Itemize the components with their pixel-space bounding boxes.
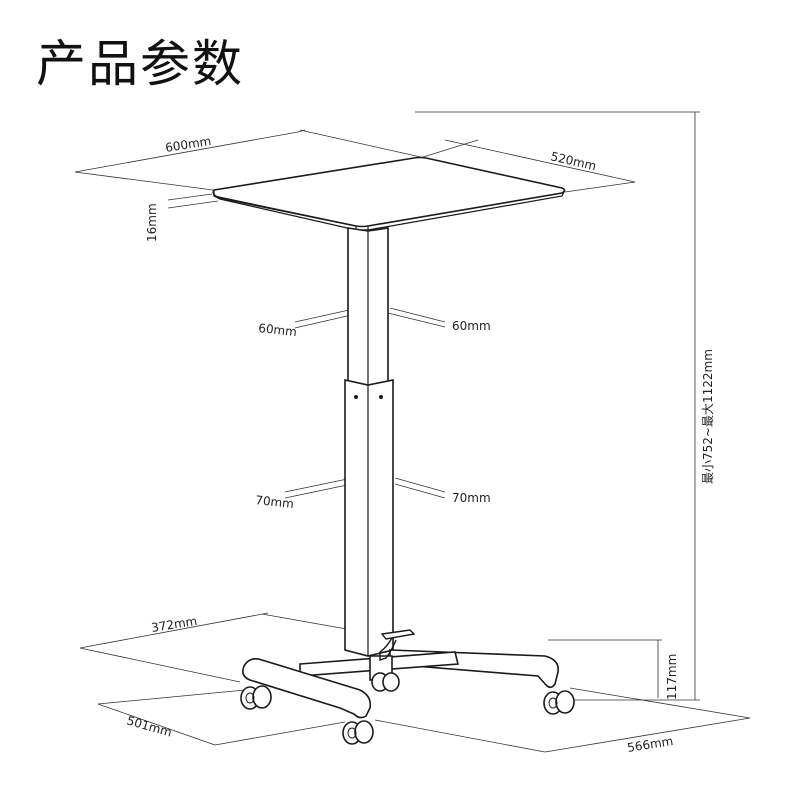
dimension-lower-column: 70mm 70mm bbox=[255, 477, 491, 511]
height-lever bbox=[379, 629, 416, 661]
top-depth-label: 520mm bbox=[549, 149, 597, 173]
base-height-label: 117mm bbox=[665, 654, 679, 700]
table-top bbox=[212, 156, 566, 231]
lower-column-left-label: 70mm bbox=[255, 493, 295, 511]
column-screw-left bbox=[354, 395, 358, 399]
caster-front-center bbox=[342, 720, 374, 745]
dimension-height-range: 最小752~最大1122mm bbox=[415, 111, 715, 701]
upper-column-right-label: 60mm bbox=[452, 319, 491, 333]
lower-column bbox=[344, 379, 394, 657]
dimension-top-thickness: 16mm bbox=[145, 193, 219, 242]
dimension-top-width: 600mm bbox=[74, 129, 426, 191]
upper-column bbox=[347, 227, 389, 389]
base-depth-label: 501mm bbox=[125, 713, 173, 739]
caster-right bbox=[543, 690, 575, 715]
lower-column-right-label: 70mm bbox=[452, 491, 491, 505]
caster-back bbox=[371, 672, 400, 692]
base-arm-label: 372mm bbox=[150, 614, 198, 635]
top-thickness-label: 16mm bbox=[145, 203, 159, 242]
caster-front-left bbox=[240, 685, 272, 710]
height-range-label: 最小752~最大1122mm bbox=[701, 349, 715, 484]
page-title: 产品参数 bbox=[36, 35, 244, 93]
dimension-base-height: 117mm bbox=[548, 639, 679, 700]
column-screw-right bbox=[379, 395, 383, 399]
upper-column-left-label: 60mm bbox=[258, 321, 298, 339]
base-frame bbox=[242, 649, 560, 719]
